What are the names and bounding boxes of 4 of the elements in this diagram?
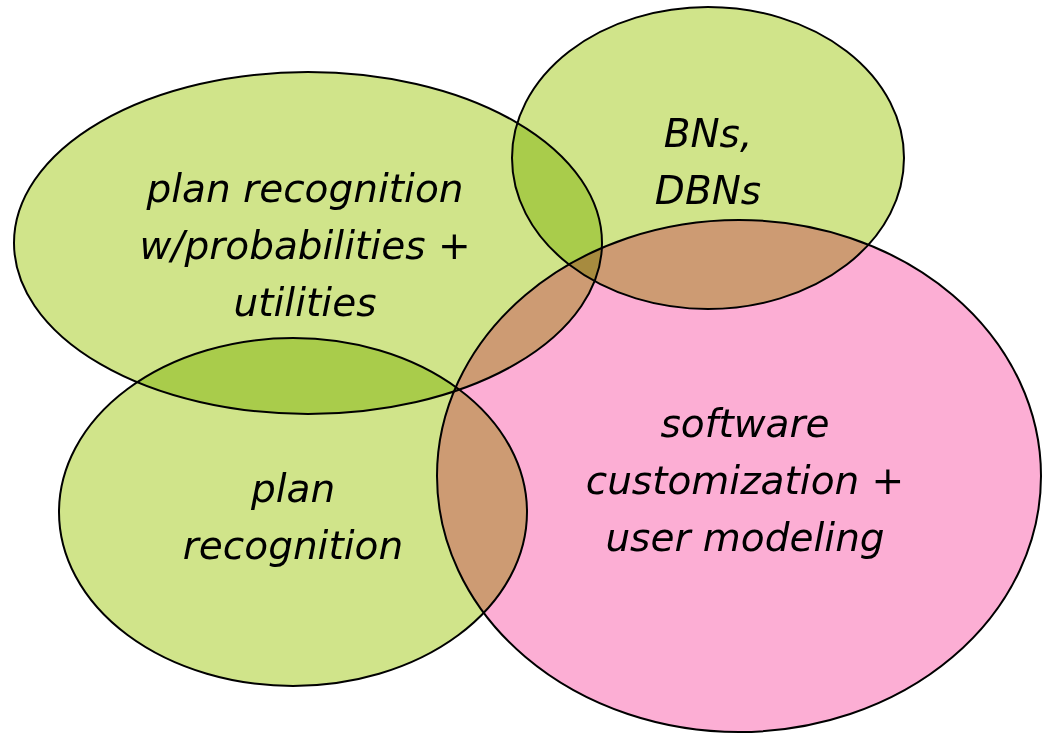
set-label: BNs, DBNs	[653, 110, 763, 215]
set-label: plan recognition w/probabilities + utilities	[138, 164, 472, 327]
set-label: software customization + user modeling	[584, 399, 906, 562]
set-label: plan recognition	[181, 465, 405, 570]
